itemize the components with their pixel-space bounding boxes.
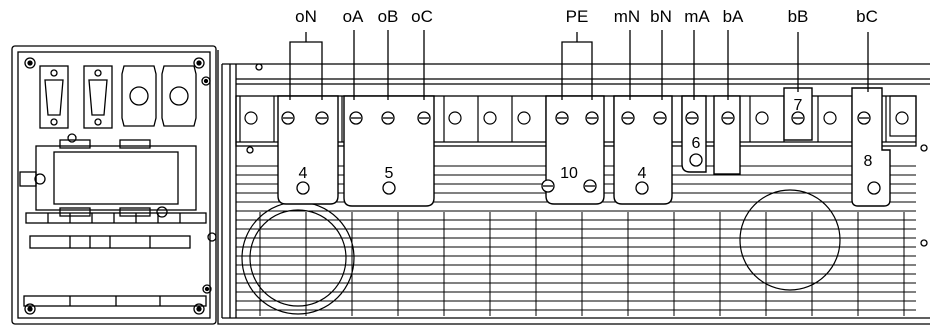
mounting-hole-icon [583, 179, 597, 193]
group-number: 5 [385, 165, 394, 182]
screw-terminals [281, 111, 881, 195]
end-block [889, 95, 917, 137]
terminal-labels: oN oA oB oC PE mN bN mA bA bB bC [295, 7, 878, 26]
screw-hole-icon [895, 111, 909, 125]
mounting-hole-icon [541, 179, 555, 193]
terminal-strip [23, 212, 207, 307]
label-bN: bN [650, 7, 672, 26]
screw-icon [653, 111, 667, 125]
screw-icon [555, 111, 569, 125]
label-bC: bC [856, 7, 878, 26]
screw-icon [621, 111, 635, 125]
label-oC: oC [411, 7, 433, 26]
screw-icon [281, 111, 295, 125]
label-oA: oA [343, 7, 364, 26]
screw-icon [721, 111, 735, 125]
screw-icon [381, 111, 395, 125]
round-connector-icon [121, 65, 197, 127]
corner-screw-icon [24, 57, 212, 315]
label-oB: oB [378, 7, 399, 26]
group-number: 6 [692, 135, 701, 152]
filter-module [19, 139, 197, 218]
label-bB: bB [788, 7, 809, 26]
control-panel [11, 45, 217, 325]
group-number: 8 [864, 153, 873, 170]
group-numbers: 4 5 10 4 6 7 8 [299, 97, 873, 182]
screw-icon [685, 111, 699, 125]
label-mN: mN [614, 7, 640, 26]
label-PE: PE [566, 7, 589, 26]
screw-hole-icon [244, 111, 258, 125]
group-number: 10 [560, 165, 578, 182]
mounting-hole-icon [867, 181, 881, 195]
mounting-hole-icon [635, 181, 649, 195]
group-number: 4 [299, 165, 308, 182]
screw-icon [417, 111, 431, 125]
fan-icon [241, 189, 841, 315]
leader-lines [289, 30, 869, 100]
screw-icon [857, 111, 871, 125]
label-oN: oN [295, 7, 317, 26]
label-bA: bA [723, 7, 744, 26]
screw-hole-icon [823, 111, 837, 125]
screw-hole-icon [517, 111, 531, 125]
group-number: 7 [794, 97, 803, 114]
screw-icon [315, 111, 329, 125]
mounting-hole-icon [689, 153, 703, 167]
mounting-hole-icon [382, 181, 396, 195]
group-number: 4 [638, 165, 647, 182]
screw-icon [791, 111, 805, 125]
screw-hole-icon [755, 111, 769, 125]
db-connector-icon [39, 65, 113, 129]
screw-icon [349, 111, 363, 125]
screw-icon [585, 111, 599, 125]
mounting-hole-icon [296, 181, 310, 195]
label-mA: mA [684, 7, 710, 26]
screw-hole-icon [483, 111, 497, 125]
screw-hole-icon [448, 111, 462, 125]
